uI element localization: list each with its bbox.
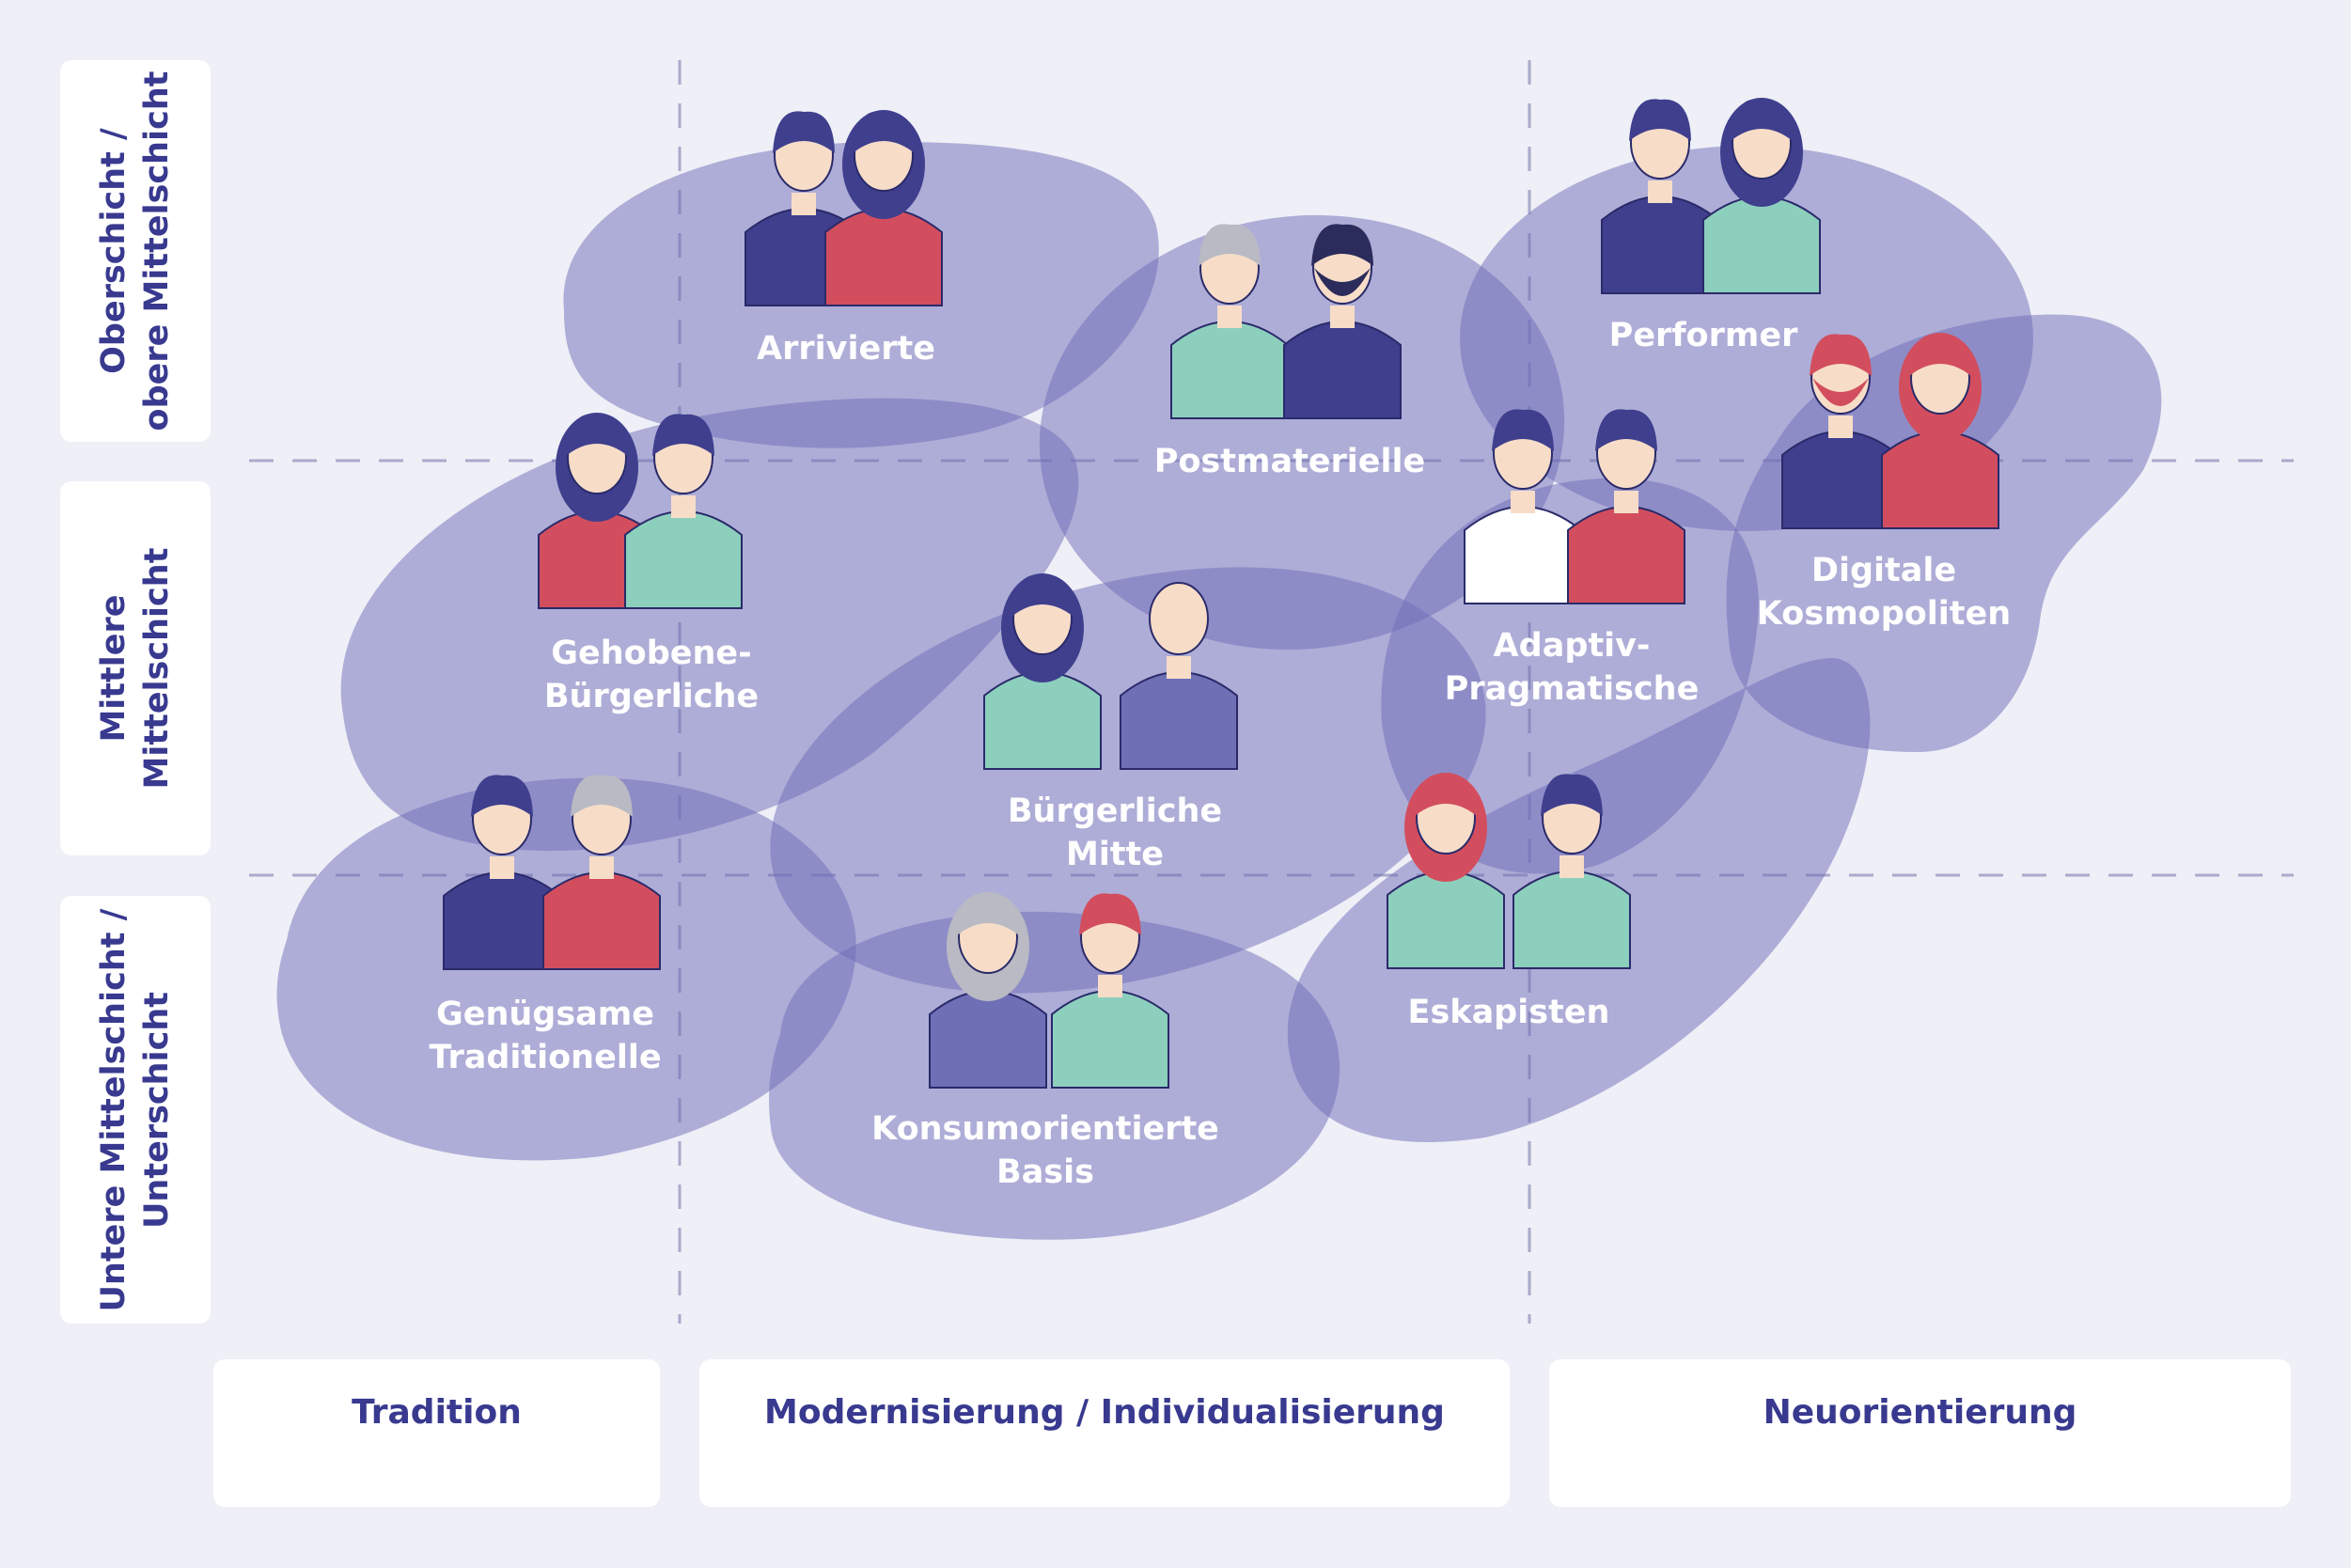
y-label-upper: Oberschicht / obere Mittelschicht: [95, 71, 176, 431]
area-buergerliche: [770, 567, 1486, 994]
label-eskapisten: Eskapisten: [1407, 994, 1610, 1031]
label-adaptiv-pragmatische: Adaptiv- Pragmatische: [1444, 627, 1700, 708]
y-box-lower: Untere Mittelschicht / Unterschicht: [60, 896, 211, 1324]
label-postmaterielle: Postmaterielle: [1153, 443, 1426, 480]
x-box-tradition: Tradition: [213, 1359, 660, 1507]
couple-middle-age-icon: [983, 573, 1238, 770]
label-arrivierte: Arrivierte: [757, 330, 935, 368]
label-buergerliche-mitte: Bürgerliche Mitte: [1007, 792, 1223, 873]
area-postmaterielle: [1039, 214, 1565, 651]
couple-upper-middle-icon: [538, 413, 743, 609]
couple-young-icon: [1464, 409, 1685, 604]
milieu-figures: [443, 98, 1999, 1089]
couple-elderly-icon: [443, 775, 661, 970]
x-label-tradition: Tradition: [352, 1393, 522, 1432]
y-label-middle: Mittlere Mittelschicht: [95, 547, 176, 790]
y-box-middle: Mittlere Mittelschicht: [60, 481, 211, 855]
label-genuegsame-traditionelle: Genügsame Traditionelle: [429, 996, 662, 1076]
x-box-neuorientierung: Neuorientierung: [1549, 1359, 2291, 1507]
couple-hipster-icon: [1781, 333, 1999, 529]
y-box-upper: Oberschicht / obere Mittelschicht: [60, 60, 211, 442]
couple-business-icon: [744, 110, 943, 306]
couple-formal-icon: [1601, 98, 1821, 294]
label-gehobene-buergerliche: Gehobene- Bürgerliche: [543, 635, 760, 715]
area-gehobene: [340, 398, 1079, 852]
y-label-lower: Untere Mittelschicht / Unterschicht: [95, 908, 176, 1311]
x-box-modernisierung: Modernisierung / Individualisierung: [699, 1359, 1510, 1507]
couple-casual-icon: [1170, 224, 1402, 419]
couple-teen-icon: [1387, 773, 1631, 969]
x-label-modernisierung: Modernisierung / Individualisierung: [764, 1393, 1445, 1432]
label-digitale-kosmopoliten: Digitale Kosmopoliten: [1756, 552, 2012, 633]
label-performer: Performer: [1608, 317, 1798, 354]
label-konsumorientierte-basis: Konsumorientierte Basis: [871, 1110, 1219, 1191]
x-label-neuorientierung: Neuorientierung: [1763, 1393, 2077, 1432]
couple-working-icon: [929, 892, 1169, 1089]
